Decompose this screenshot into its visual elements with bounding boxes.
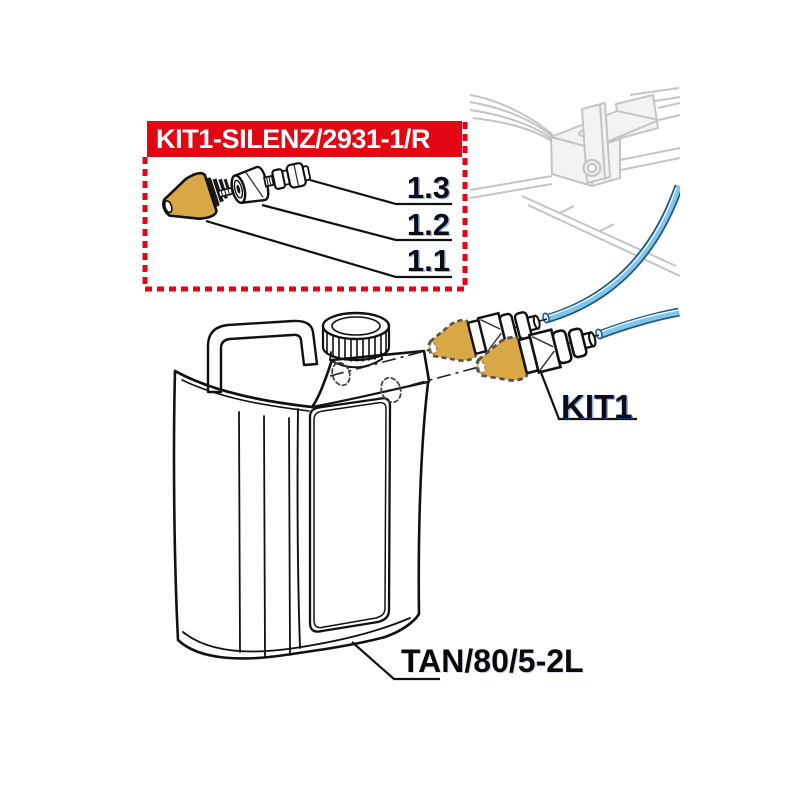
leader-callout-1-3 — [309, 178, 452, 206]
machine-frame-illustration — [469, 87, 680, 277]
kit-dashed-box — [142, 119, 468, 292]
blue-tube-1 — [542, 184, 680, 324]
exploded-nut-part — [217, 165, 270, 205]
tank-base-line — [182, 617, 411, 653]
exploded-coupling-part — [262, 162, 311, 190]
callout-label-1-2: 1.2 — [406, 207, 450, 242]
tank-handle — [206, 319, 319, 394]
kit-box-title: KIT1-SILENZ/2931-1/R — [147, 121, 462, 157]
leader-callout-1-1 — [205, 219, 452, 279]
callout-label-1-3: 1.3 — [406, 170, 450, 205]
leader-lines — [205, 178, 637, 681]
exploded-cone-part — [162, 171, 232, 221]
tank-cap — [321, 311, 391, 369]
tank-ribs — [238, 411, 291, 657]
blue-tube-2 — [595, 307, 680, 340]
kit1-label: KIT1 — [561, 388, 633, 425]
tank-front-mold-line — [181, 379, 310, 412]
tank-label-panel-inner — [313, 401, 387, 629]
tank-illustration — [172, 311, 431, 660]
leader-kit1 — [538, 369, 637, 421]
tank-hole-dashed-2 — [380, 376, 402, 404]
tank-corner-line — [296, 408, 301, 649]
tank-part-number-label: TAN/80/5-2L — [401, 643, 584, 679]
leader-tank — [351, 641, 440, 681]
callout-label-1-1: 1.1 — [406, 243, 450, 278]
tank-label-panel — [308, 397, 392, 633]
tank-body — [172, 349, 431, 660]
leader-callout-1-2 — [261, 203, 452, 242]
tank-shoulder-ridge — [310, 380, 430, 409]
